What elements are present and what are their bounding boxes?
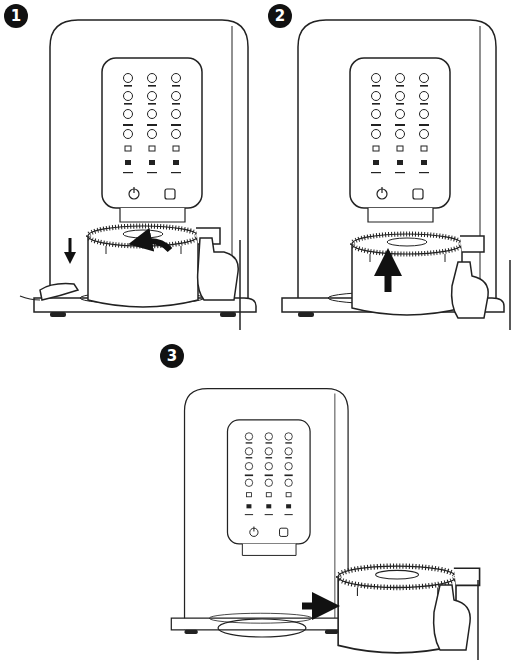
callout-number: 3 xyxy=(160,344,184,368)
callout-number: 1 xyxy=(4,4,28,28)
callout-number: 2 xyxy=(268,4,292,28)
